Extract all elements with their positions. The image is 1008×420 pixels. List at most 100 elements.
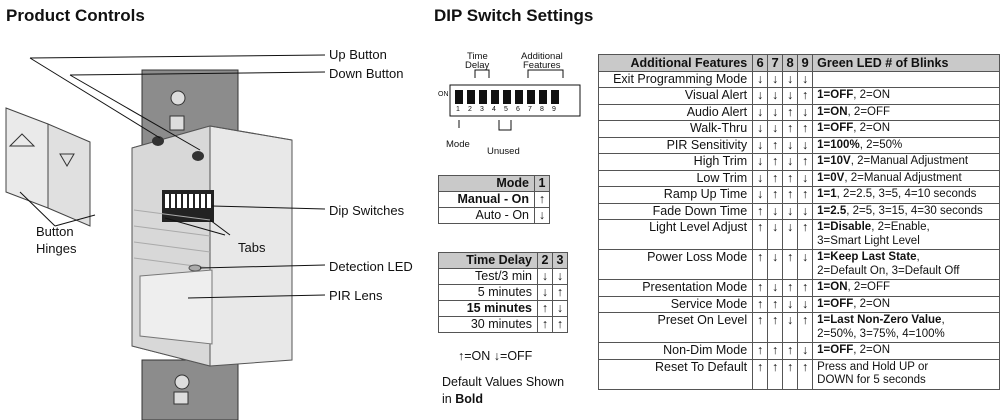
switch-state: ↑ <box>752 342 769 360</box>
switch-state: ↓ <box>752 136 769 154</box>
dip-number: 6 <box>516 106 520 113</box>
led-default-value: 1=Disable <box>817 221 872 233</box>
table-row: Presentation Mode↑↓↑↑1=ON, 2=OFF <box>597 279 1000 297</box>
down-button-post <box>192 151 204 161</box>
switch-state: ↓ <box>752 71 769 88</box>
led-default-value: 1=Last Non-Zero Value <box>817 314 942 326</box>
led-header: Green LED # of Blinks <box>812 54 1000 72</box>
switch-state: ↑ <box>782 103 799 121</box>
feature-name: Reset To Default <box>597 358 754 390</box>
led-blinks: 1=100%, 2=50% <box>812 136 1000 154</box>
additional-features-table: Additional Features 6 7 8 9 Green LED # … <box>597 54 1000 390</box>
up-button-post <box>152 136 164 146</box>
time-label: Test/3 min <box>438 268 538 285</box>
switch-state: ↑ <box>782 249 799 280</box>
switch-state: ↑ <box>767 153 784 171</box>
dip-switch-diagram <box>449 69 581 131</box>
switch-state: ↑ <box>797 186 814 204</box>
bottom-screw <box>174 374 190 390</box>
table-row: Reset To Default↑↑↑↑Press and Hold UP or… <box>597 358 1000 390</box>
switch-state: ↑ <box>782 186 799 204</box>
switch-state: ↑ <box>752 249 769 280</box>
switch-state: ↑ <box>797 312 814 343</box>
label-unused: Unused <box>487 146 520 157</box>
label-on: ON <box>438 91 449 98</box>
switch-state: ↓ <box>782 295 799 313</box>
feature-name: PIR Sensitivity <box>597 136 754 154</box>
dip-number: 3 <box>480 106 484 113</box>
switch-state: ↑ <box>752 295 769 313</box>
callout-button-hinges-line2: Hinges <box>36 241 77 256</box>
led-default-value: 1=ON <box>817 105 848 118</box>
switch-state: ↓ <box>782 136 799 154</box>
top-strap-slot <box>169 115 185 131</box>
time-label: 5 minutes <box>438 284 538 301</box>
table-row: PIR Sensitivity↓↑↓↓1=100%, 2=50% <box>597 136 1000 154</box>
product-illustration <box>5 54 326 420</box>
feature-name: Fade Down Time <box>597 202 754 220</box>
led-other-values: , 2=ON <box>853 344 891 356</box>
led-default-value: 1=100% <box>817 138 860 151</box>
led-other-values-line2: 3=Smart Light Level <box>817 234 920 247</box>
callout-down-button: Down Button <box>329 66 404 81</box>
led-other-values-line2: 2=Default On, 3=Default Off <box>817 264 960 277</box>
led-other-values: , 2=5, 3=15, 4=30 seconds <box>846 204 983 217</box>
switch-state: ↑ <box>767 312 784 343</box>
switch-state: ↑ <box>752 202 769 220</box>
callout-dip-switches: Dip Switches <box>329 203 405 218</box>
led-other-values: , 2=ON <box>853 122 891 134</box>
switch-state: ↑ <box>797 87 814 105</box>
table-row: High Trim↓↑↓↑1=10V, 2=Manual Adjustment <box>597 153 1000 171</box>
led-other-values: , <box>941 314 945 326</box>
switch-state: ↓ <box>797 342 814 360</box>
features-header: Additional Features <box>597 54 754 72</box>
down-arrow-icon <box>59 153 75 167</box>
feature-name: Light Level Adjust <box>597 219 754 250</box>
table-row: Manual - On ↑ <box>438 191 550 208</box>
default-note-bold: Bold <box>455 392 483 406</box>
switch-state: ↑ <box>537 300 553 317</box>
led-blinks: 1=Keep Last State,2=Default On, 3=Defaul… <box>812 249 1000 280</box>
switch-state: ↓ <box>767 71 784 88</box>
table-row: Ramp Up Time↓↑↑↑1=1, 2=2.5, 3=5, 4=10 se… <box>597 186 1000 204</box>
switch-state: ↓ <box>797 295 814 313</box>
time-col2-header: 2 <box>537 252 553 269</box>
led-blinks: 1=1, 2=2.5, 3=5, 4=10 seconds <box>812 186 1000 204</box>
feature-name: Non-Dim Mode <box>597 342 754 360</box>
switch-state: ↑ <box>767 136 784 154</box>
switch-state: ↓ <box>752 169 769 187</box>
dip-number: 9 <box>552 106 556 113</box>
label-features: Features <box>523 60 561 71</box>
switch-state: ↑ <box>537 316 553 333</box>
table-row: Preset On Level↑↑↓↑1=Last Non-Zero Value… <box>597 312 1000 343</box>
table-row: Fade Down Time↑↓↓↓1=2.5, 2=5, 3=15, 4=30… <box>597 202 1000 220</box>
switch-state: ↓ <box>767 120 784 138</box>
switch-state: ↑ <box>752 312 769 343</box>
led-other-values: , 2=ON <box>853 297 891 310</box>
switch-state: ↑ <box>797 279 814 297</box>
dip-number: 8 <box>540 106 544 113</box>
table-row: Exit Programming Mode↓↓↓↓ <box>597 71 1000 88</box>
dip-number: 2 <box>468 106 472 113</box>
table-row: Low Trim↓↑↑↓1=0V, 2=Manual Adjustment <box>597 169 1000 187</box>
switch-state: ↓ <box>782 153 799 171</box>
table-row: Service Mode↑↑↓↓1=OFF, 2=ON <box>597 295 1000 313</box>
led-other-values: , 2=Manual Adjustment <box>850 155 969 167</box>
default-note-line1: Default Values Shown <box>442 375 565 389</box>
switch-state: ↑ <box>752 358 769 390</box>
switch-state: ↓ <box>552 268 568 285</box>
table-row: Walk-Thru↓↓↑↑1=OFF, 2=ON <box>597 120 1000 138</box>
callout-button-hinges-line1: Button <box>36 224 74 239</box>
table-row: Visual Alert↓↓↓↑1=OFF, 2=ON <box>597 87 1000 105</box>
led-blinks: 1=ON, 2=OFF <box>812 279 1000 297</box>
down-button-cover <box>47 123 91 227</box>
switch-state: ↓ <box>752 120 769 138</box>
switch-state: ↓ <box>767 87 784 105</box>
switch-state: ↓ <box>537 284 553 301</box>
time-label: 30 minutes <box>438 316 538 333</box>
led-other-values: , 2=2.5, 3=5, 4=10 seconds <box>836 188 977 200</box>
callout-tabs: Tabs <box>238 240 266 255</box>
dip-switch-block <box>162 190 214 222</box>
feature-name: Presentation Mode <box>597 279 754 297</box>
switch-state: ↓ <box>782 312 799 343</box>
